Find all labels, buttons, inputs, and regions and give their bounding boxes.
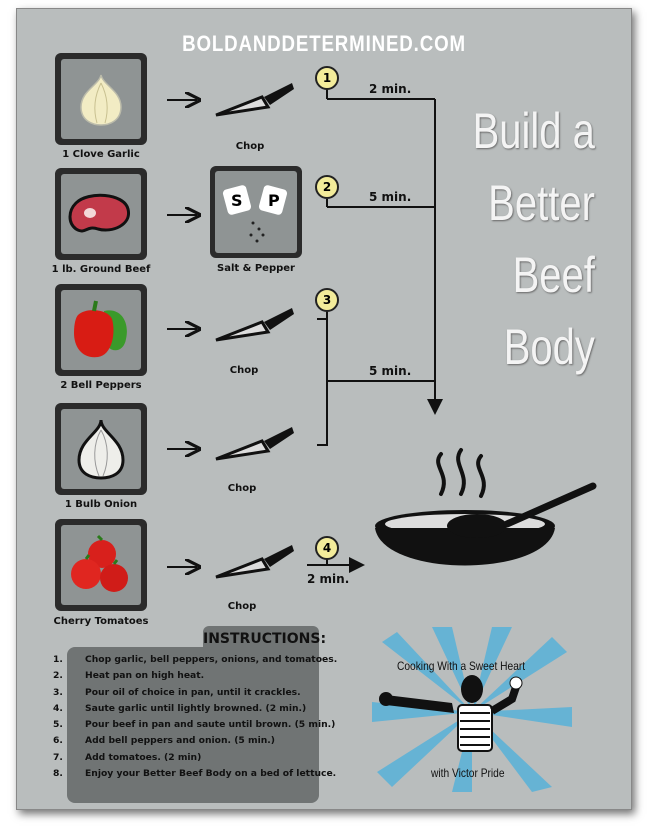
steak-icon (68, 193, 130, 233)
ingredient-label: 1 Clove Garlic (62, 149, 140, 160)
onion-icon (77, 419, 125, 480)
infographic: BOLDANDDETERMINED.COM 1 Clove Garlic 1 l… (16, 8, 632, 810)
sweet-heart-logo (372, 627, 572, 792)
knife-icon (215, 545, 294, 579)
instruction-item: 6.Add bell peppers and onion. (5 min.) (53, 735, 275, 747)
tool-label: Chop (235, 141, 265, 152)
title-line: Build a (472, 103, 595, 159)
knife-icon (215, 83, 294, 117)
salt-pepper-icon (222, 185, 288, 243)
instruction-item: 4.Saute garlic until lightly browned. (2… (53, 702, 307, 714)
ingredient-label: 1 Bulb Onion (64, 499, 138, 510)
title-line: Body (503, 319, 595, 375)
ingredient-label: 1 lb. Ground Beef (51, 264, 151, 275)
instruction-item: 2.Heat pan on high heat. (53, 670, 205, 682)
step-number: 3 (315, 288, 339, 312)
title-line: Better (488, 175, 595, 231)
instruction-item: 8.Enjoy your Better Beef Body on a bed o… (53, 768, 337, 780)
step-number: 1 (315, 66, 339, 90)
instructions-list: 1.Chop garlic, bell peppers, onions, and… (53, 654, 337, 784)
onion-box (55, 403, 147, 495)
instruction-item: 1.Chop garlic, bell peppers, onions, and… (53, 654, 338, 665)
tomatoes-box (55, 519, 147, 611)
instruction-item: 7.Add tomatoes. (2 min) (53, 751, 202, 763)
step-time: 2 min. (369, 82, 412, 96)
instructions-panel (67, 647, 319, 803)
step-time: 5 min. (369, 190, 412, 204)
knife-icon (215, 427, 294, 461)
step-number: 2 (315, 175, 339, 199)
instruction-item: 3.Pour oil of choice in pan, until it cr… (53, 686, 301, 698)
tool-label: Salt & Pepper (217, 263, 295, 274)
step-number: 4 (315, 536, 339, 560)
salt-pepper-box: S P (210, 166, 302, 258)
logo-top-text: Cooking With a Sweet Heart (397, 659, 526, 673)
tomatoes-icon (71, 534, 128, 592)
title-line: Beef (512, 247, 595, 303)
step-time: 2 min. (307, 572, 350, 586)
tool-label: Chop (229, 365, 259, 376)
beef-box (55, 168, 147, 260)
tool-label: Chop (227, 483, 257, 494)
site-url: BOLDANDDETERMINED.COM (182, 31, 466, 56)
tool-label: Chop (227, 601, 257, 612)
bell-pepper-icon (74, 300, 127, 358)
pepper-box (55, 284, 147, 376)
knife-icon (215, 308, 294, 342)
logo-bottom-text: with Victor Pride (431, 766, 505, 780)
garlic-icon (80, 74, 122, 126)
ingredient-label: 2 Bell Peppers (60, 380, 142, 391)
garlic-box (55, 53, 147, 145)
page-title: Build a Better Beef Body (473, 95, 595, 383)
ingredient-label: Cherry Tomatoes (53, 616, 149, 627)
flow-lines (167, 89, 443, 809)
pan-icon (375, 448, 597, 566)
step-time: 5 min. (369, 364, 412, 378)
salt-letter: S (231, 191, 243, 210)
pepper-letter: P (268, 191, 280, 210)
instruction-item: 5.Pour beef in pan and saute until brown… (53, 719, 336, 731)
